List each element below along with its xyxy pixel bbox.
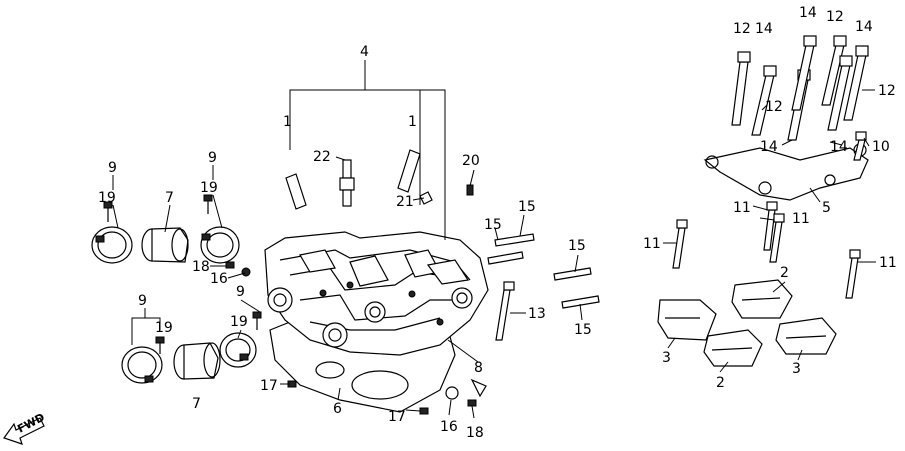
long-bolts: [731, 35, 869, 141]
callout-1-right: 1: [408, 114, 417, 130]
plug-cap-right: [397, 149, 421, 193]
callout-3-a: 3: [662, 350, 671, 366]
callout-19-d: 19: [155, 320, 173, 336]
plug-cap-left: [285, 173, 307, 210]
callout-19-b: 19: [200, 180, 218, 196]
callout-11-d: 11: [879, 255, 897, 271]
callout-9-c: 9: [236, 284, 245, 300]
callout-9-a: 9: [108, 160, 117, 176]
intake-rubber-upper: [141, 227, 189, 263]
callout-17-b: 17: [388, 409, 406, 425]
callout-9-b: 9: [208, 150, 217, 166]
callout-15-c: 15: [568, 238, 586, 254]
callout-17-a: 17: [260, 378, 278, 394]
stud-13: [495, 281, 515, 341]
callout-3-b: 3: [792, 361, 801, 377]
clamp-lower-left: [121, 346, 163, 384]
callout-15-a: 15: [518, 199, 536, 215]
callout-13: 13: [528, 306, 546, 322]
callout-5: 5: [822, 200, 831, 216]
callout-14-d: 14: [760, 139, 778, 155]
callout-numbers: 4 1 1 22 21 20 9 19 7 9 19 18 16 9 19 9 …: [15, 5, 897, 441]
leader-lines: [112, 89, 876, 419]
callout-2-b: 2: [716, 375, 725, 391]
cam-holders: [657, 279, 837, 367]
callout-14-c: 14: [855, 19, 873, 35]
callout-19-a: 19: [98, 190, 116, 206]
callout-1-left: 1: [283, 114, 292, 130]
callout-6: 6: [333, 401, 342, 417]
callout-12-b: 12: [826, 9, 844, 25]
clamp-upper-right: [200, 226, 240, 264]
callout-8: 8: [474, 360, 483, 376]
cylinder-head: [264, 231, 489, 413]
callout-7-b: 7: [192, 396, 201, 412]
spark-plug: [339, 159, 355, 207]
callout-14-e: 14: [830, 139, 848, 155]
callout-16-b: 16: [440, 419, 458, 435]
callout-18-a: 18: [192, 259, 210, 275]
callout-20: 20: [462, 153, 480, 169]
callout-22: 22: [313, 149, 331, 165]
fwd-arrow: [3, 417, 45, 445]
callout-11-b: 11: [792, 211, 810, 227]
callout-19-c: 19: [230, 314, 248, 330]
callout-15-b: 15: [484, 217, 502, 233]
callout-9-d: 9: [138, 293, 147, 309]
callout-12-d: 12: [765, 99, 783, 115]
callout-18-b: 18: [466, 425, 484, 441]
callout-11-c: 11: [643, 236, 661, 252]
callout-21: 21: [396, 194, 414, 210]
callout-14-b: 14: [799, 5, 817, 21]
callout-16-a: 16: [210, 271, 228, 287]
callout-11-a: 11: [733, 200, 751, 216]
callout-12-a: 12: [733, 21, 751, 37]
callout-4: 4: [360, 44, 369, 60]
callout-10: 10: [872, 139, 890, 155]
clamp-lower-right: [219, 332, 257, 368]
callout-12-c: 12: [878, 83, 896, 99]
callout-7-a: 7: [165, 190, 174, 206]
intake-rubber-lower: [173, 342, 221, 380]
callout-15-d: 15: [574, 322, 592, 338]
clamp-upper-left: [91, 226, 133, 264]
callout-14-a: 14: [755, 21, 773, 37]
callout-2-a: 2: [780, 265, 789, 281]
